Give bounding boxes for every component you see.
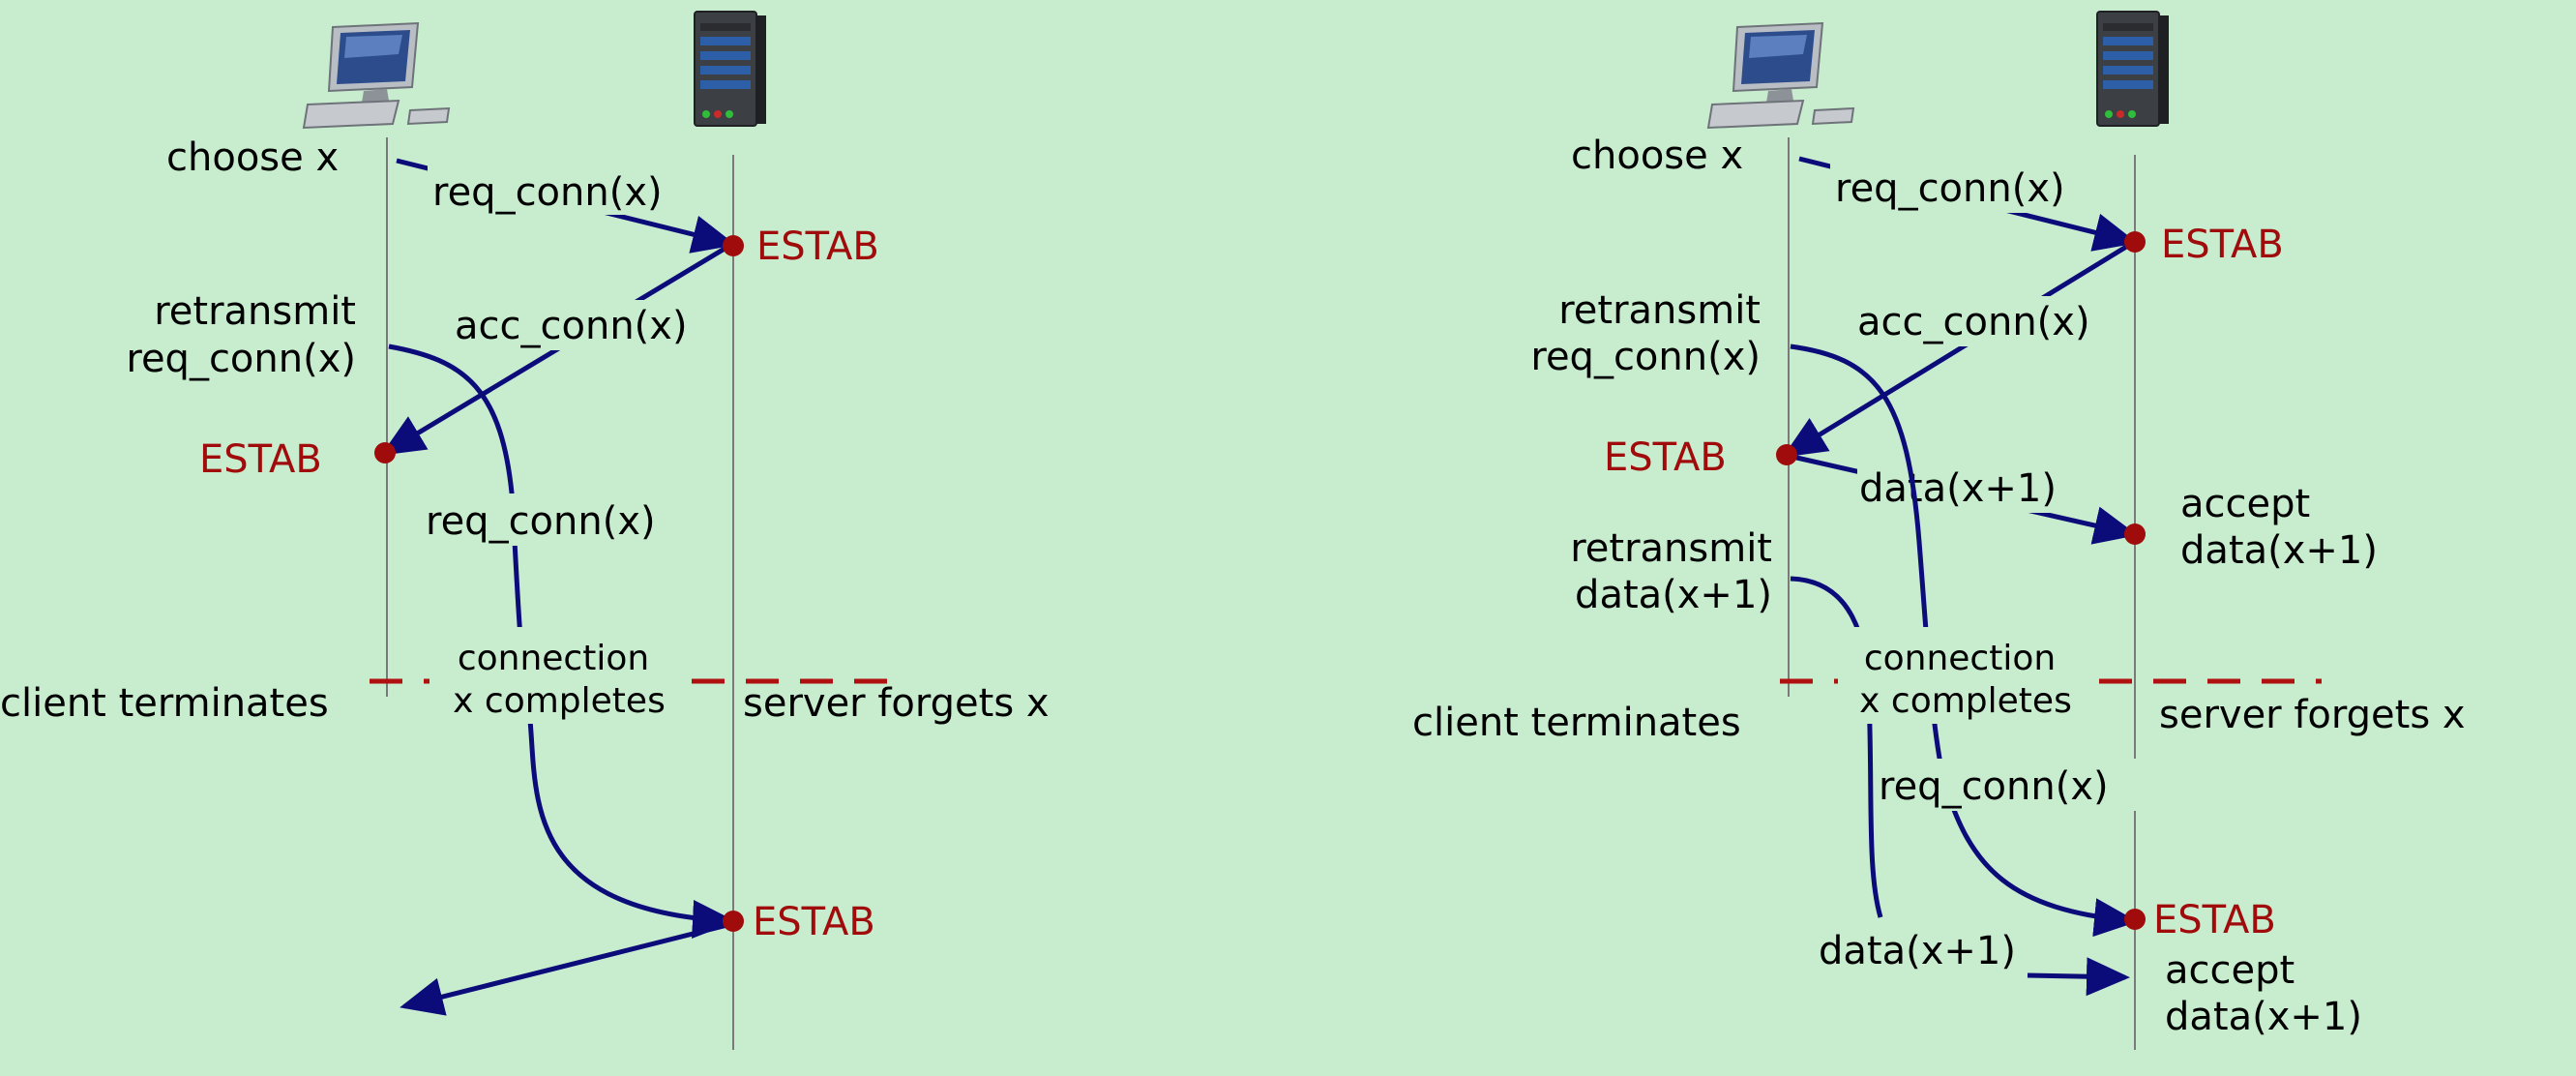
connection-completes-label: connection xyxy=(1864,639,2056,678)
retransmit-req-label: req_conn(x) xyxy=(126,337,356,381)
acc-conn-arrow xyxy=(1782,241,2133,458)
server-estab-label-2: ESTAB xyxy=(753,900,875,944)
connection-completes-label-line2: x completes xyxy=(1859,681,2072,721)
retransmit-req-label: req_conn(x) xyxy=(1530,335,1761,379)
acc-conn-label: acc_conn(x) xyxy=(455,304,688,348)
retransmit-data-label: retransmit xyxy=(1570,526,1772,571)
connection-completes-label: connection xyxy=(458,639,649,678)
server-forgets-label: server forgets x xyxy=(743,681,1050,726)
retransmit-label: retransmit xyxy=(1558,288,1761,333)
data-label: data(x+1) xyxy=(1859,466,2057,511)
left-scenario: req_conn(x) acc_conn(x) req_conn(x) conn… xyxy=(0,11,1050,1050)
req-conn-label: req_conn(x) xyxy=(1835,166,2065,211)
accept-label: accept xyxy=(2180,482,2310,526)
req-conn-label: req_conn(x) xyxy=(432,170,663,215)
client-computer-icon xyxy=(1707,22,1854,129)
client-estab-label: ESTAB xyxy=(1604,435,1727,480)
connection-completes-label-line2: x completes xyxy=(453,681,666,721)
final-data-arrow xyxy=(400,920,736,1016)
client-terminates-label: client terminates xyxy=(1412,701,1741,745)
client-computer-icon xyxy=(303,22,450,129)
server-accept-dot xyxy=(2124,523,2146,545)
retransmit-label: retransmit xyxy=(154,289,356,334)
acc-conn-label: acc_conn(x) xyxy=(1857,300,2090,344)
server-forgets-label: server forgets x xyxy=(2159,693,2466,737)
accept-data-label-2: data(x+1) xyxy=(2165,995,2362,1039)
server-estab-dot-2 xyxy=(2124,909,2146,930)
server-estab-dot xyxy=(2124,231,2146,253)
client-estab-dot xyxy=(1776,444,1797,465)
data-retransmit-label: data(x+1) xyxy=(1819,929,2016,973)
server-estab-label: ESTAB xyxy=(756,224,879,269)
server-estab-dot-2 xyxy=(723,911,744,932)
server-estab-label-2: ESTAB xyxy=(2153,898,2276,942)
accept-label-2: accept xyxy=(2165,948,2295,993)
server-tower-icon xyxy=(694,11,767,127)
server-tower-icon xyxy=(2096,11,2170,127)
client-terminates-label: client terminates xyxy=(0,681,329,726)
accept-data-label: data(x+1) xyxy=(2180,528,2378,573)
client-estab-dot xyxy=(374,442,396,463)
choose-x-label: choose x xyxy=(1571,134,1743,178)
req-conn-retransmit-label: req_conn(x) xyxy=(426,499,656,544)
retransmit-data-label-2: data(x+1) xyxy=(1575,573,1772,617)
req-conn-retransmit-label: req_conn(x) xyxy=(1879,764,2109,809)
right-scenario: req_conn(x) acc_conn(x) data(x+1) connec… xyxy=(1412,11,2466,1050)
server-estab-label: ESTAB xyxy=(2161,223,2284,267)
client-estab-label: ESTAB xyxy=(199,437,322,482)
data-arrow-2 xyxy=(2027,957,2130,997)
choose-x-label: choose x xyxy=(166,135,339,180)
server-estab-dot xyxy=(723,235,744,256)
